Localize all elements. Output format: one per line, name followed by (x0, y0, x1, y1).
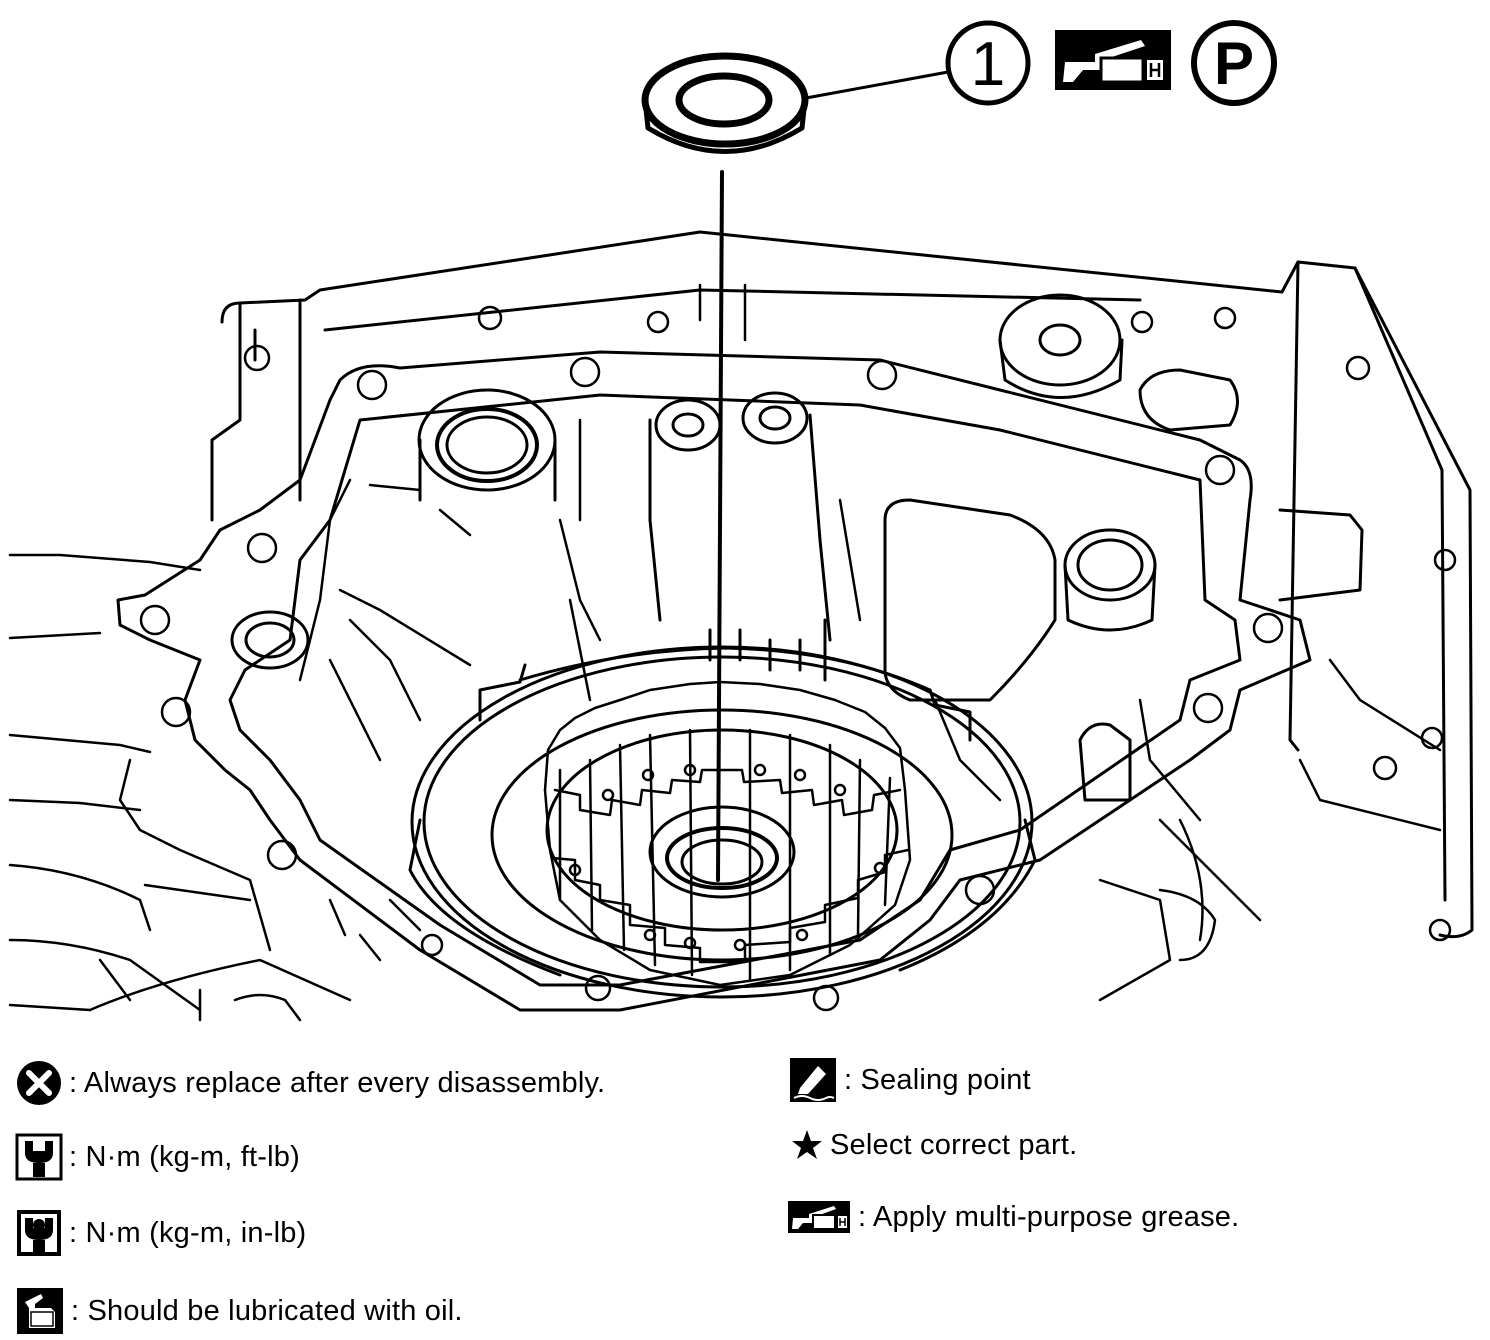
oil-can-icon (17, 1288, 63, 1334)
callout-number: 1 (971, 30, 1005, 99)
legend-oil-text: : Should be lubricated with oil. (71, 1294, 463, 1327)
callout-leader-line (804, 70, 950, 100)
legend-sealing: : Sealing point (788, 1055, 1031, 1105)
legend-oil: : Should be lubricated with oil. (15, 1286, 463, 1336)
sealant-icon (790, 1058, 836, 1102)
legend-torque-ft-text: : N·m (kg-m, ft-lb) (69, 1140, 300, 1173)
clutch-hub-splines (543, 680, 912, 987)
legend-sealing-text: : Sealing point (844, 1063, 1031, 1096)
callout-circle (945, 20, 1031, 106)
wrench-icon (15, 1133, 63, 1181)
callout-group: 1 P (945, 20, 1277, 106)
left-side-contours (8, 553, 422, 1022)
transaxle-case-drawing (8, 52, 1474, 1022)
legend-grease: : Apply multi-purpose grease. (788, 1192, 1239, 1242)
bolt-holes (139, 305, 1457, 1012)
legend-torque-ft: : N·m (kg-m, ft-lb) (15, 1132, 300, 1182)
case-gasket-face (116, 350, 1312, 1012)
legend-torque-in: : N·m (kg-m, in-lb) (15, 1208, 306, 1258)
installation-axis-line (716, 170, 724, 882)
legend-replace-text: : Always replace after every disassembly… (69, 1066, 606, 1099)
case-bosses (230, 293, 1364, 802)
legend-torque-in-text: : N·m (kg-m, in-lb) (69, 1216, 307, 1249)
grease-icon (788, 1201, 850, 1233)
legend-select-text: Select correct part. (830, 1128, 1078, 1161)
star-icon (792, 1130, 822, 1159)
legend-replace: : Always replace after every disassembly… (15, 1058, 605, 1108)
x-circle-icon (17, 1061, 61, 1105)
callout-p-symbol: P (1214, 30, 1254, 97)
case-ribs (298, 283, 1442, 1002)
case-outer-flange (210, 230, 1474, 939)
seal-ring-part (641, 52, 809, 154)
callout-p-circle (1191, 20, 1277, 106)
clutch-drum (408, 618, 1037, 999)
legend-grease-text: : Apply multi-purpose grease. (858, 1200, 1240, 1233)
callout-grease-icon (1055, 30, 1171, 90)
wrench-filled-icon (17, 1210, 61, 1256)
legend-select: Select correct part. (790, 1120, 1077, 1170)
